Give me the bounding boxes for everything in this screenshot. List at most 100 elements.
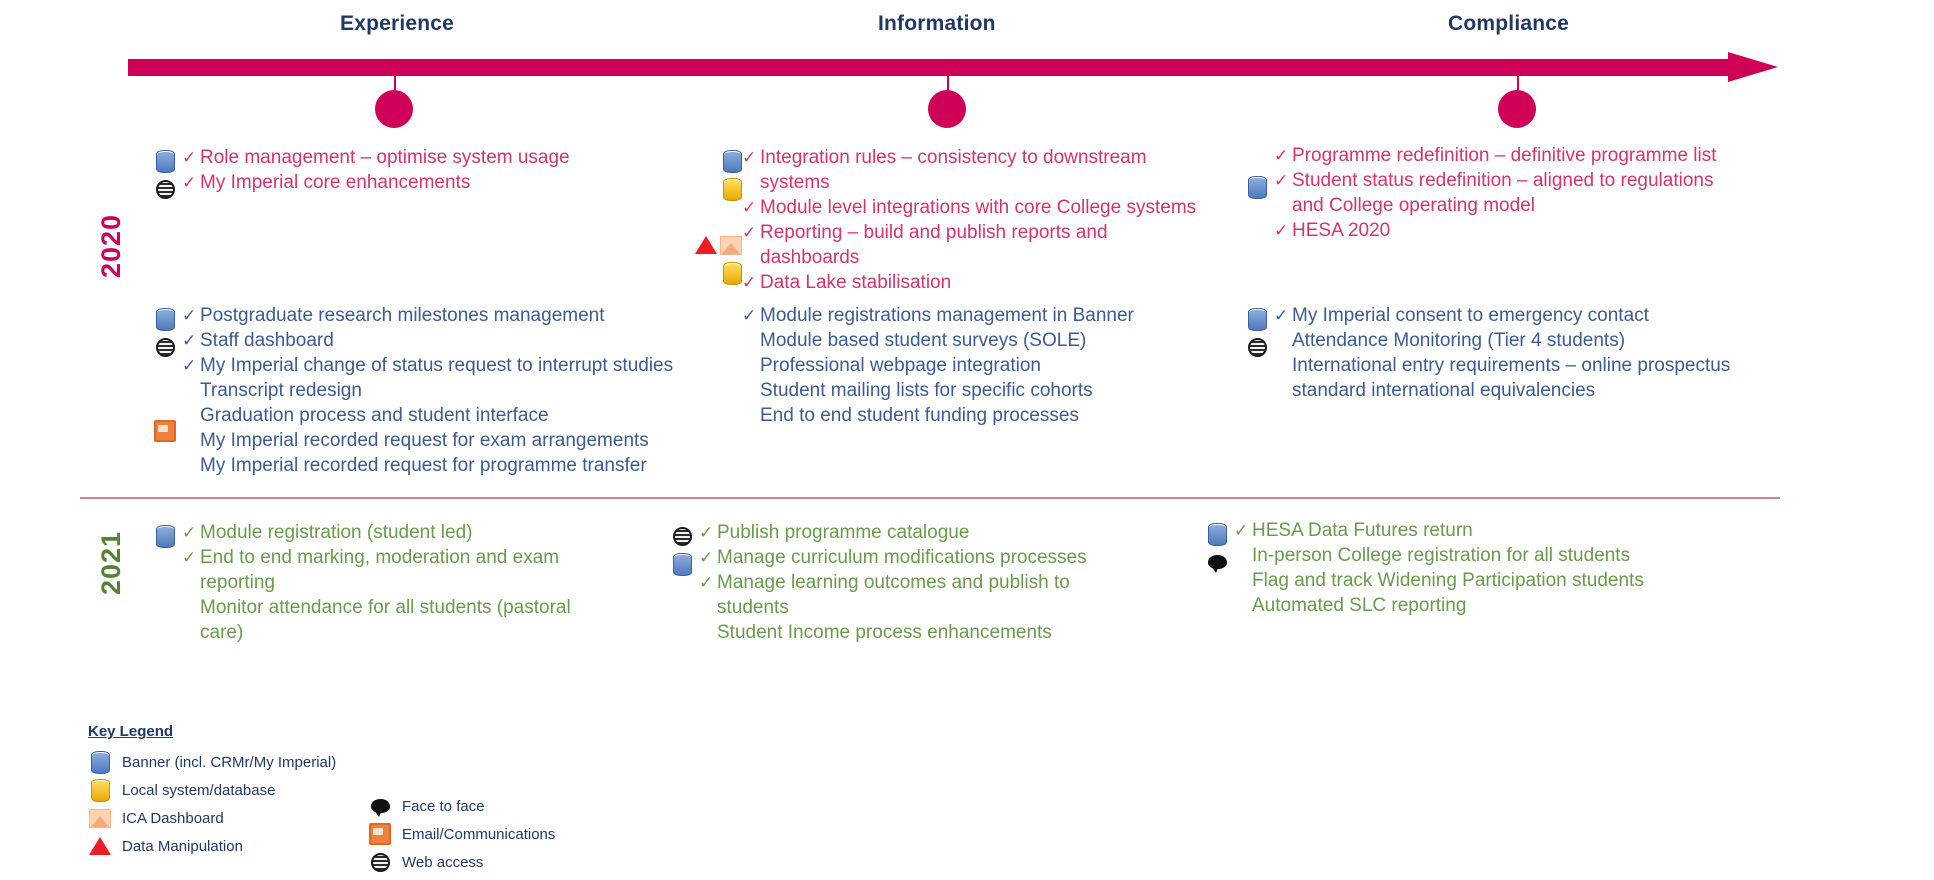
check-icon: ✓ — [699, 523, 714, 542]
list-item: ✓Postgraduate research milestones manage… — [182, 303, 673, 328]
web-access-icon — [368, 852, 392, 872]
check-icon: ✓ — [182, 306, 197, 325]
list-item: ✓Publish programme catalogue — [699, 520, 1087, 545]
group-information-2020-blue: ✓Module registrations management in Bann… — [718, 303, 1208, 428]
list-item: ✓systems — [742, 170, 1204, 195]
icon-column — [665, 520, 699, 578]
item-text: Postgraduate research milestones managem… — [200, 305, 605, 326]
item-text: End to end student funding processes — [760, 405, 1080, 426]
check-icon: ✓ — [182, 356, 197, 375]
list-item: ✓Integration rules – consistency to down… — [742, 145, 1204, 170]
icon-slot — [684, 231, 742, 259]
item-text: Role management – optimise system usage — [200, 147, 570, 168]
icon-slot — [684, 175, 742, 203]
ica-dashboard-icon — [88, 808, 112, 828]
key-legend-column-right: Face to face Email/Communications Web ac… — [368, 748, 555, 876]
icon-slot — [148, 522, 182, 550]
group-compliance-2020-pink: ✓Programme redefinition – definitive pro… — [1240, 143, 1760, 243]
list-item: ✓End to end student funding processes — [742, 403, 1134, 428]
list-item: ✓My Imperial core enhancements — [182, 170, 570, 195]
year-label-2021: 2021 — [96, 530, 126, 595]
item-text: My Imperial core enhancements — [200, 172, 471, 193]
item-text: Integration rules – consistency to downs… — [760, 147, 1147, 168]
face-to-face-icon — [368, 799, 392, 817]
banner-db-icon — [155, 149, 175, 173]
legend-item: Data Manipulation — [88, 832, 338, 860]
group-information-2021-green: ✓Publish programme catalogue ✓Manage cur… — [665, 520, 1135, 645]
icon-slot — [148, 305, 182, 333]
check-icon: ✓ — [182, 523, 197, 542]
group-experience-2020-blue: ✓Postgraduate research milestones manage… — [148, 303, 708, 478]
item-text: International entry requirements – onlin… — [1292, 355, 1731, 376]
item-text: Graduation process and student interface — [200, 405, 549, 426]
web-access-icon — [155, 337, 175, 357]
item-text: care) — [200, 622, 244, 643]
list-item: ✓care) — [182, 620, 571, 645]
icon-slot — [684, 147, 742, 175]
check-icon: ✓ — [182, 173, 197, 192]
legend-label: Web access — [402, 853, 484, 871]
data-manipulation-icon — [88, 837, 112, 855]
list-item: ✓My Imperial recorded request for progra… — [182, 453, 673, 478]
check-icon: ✓ — [182, 331, 197, 350]
legend-label: ICA Dashboard — [122, 809, 224, 827]
item-text: In-person College registration for all s… — [1252, 545, 1631, 566]
list-item: ✓Student status redefinition – aligned t… — [1274, 168, 1717, 193]
list-item: ✓Student mailing lists for specific coho… — [742, 378, 1134, 403]
face-to-face-icon — [1207, 555, 1227, 573]
icon-slot — [665, 550, 699, 578]
list-item: ✓Flag and track Widening Participation s… — [1234, 568, 1644, 593]
item-text: My Imperial change of status request to … — [200, 355, 674, 376]
icon-spacer — [684, 203, 742, 231]
icon-slot — [1240, 305, 1274, 333]
icon-slot — [148, 417, 182, 445]
check-icon: ✓ — [699, 548, 714, 567]
item-text: students — [717, 597, 789, 618]
item-text: Module level integrations with core Coll… — [760, 197, 1197, 218]
list-item: ✓My Imperial change of status request to… — [182, 353, 673, 378]
list-item: ✓HESA 2020 — [1274, 218, 1717, 243]
local-db-icon — [723, 261, 742, 285]
list-item: ✓Manage curriculum modifications process… — [699, 545, 1087, 570]
item-text: Publish programme catalogue — [717, 522, 970, 543]
column-heading-experience: Experience — [340, 12, 455, 35]
key-legend-column-left: Banner (incl. CRMr/My Imperial) Local sy… — [88, 748, 338, 876]
icon-column — [1200, 518, 1234, 576]
list-item: ✓In-person College registration for all … — [1234, 543, 1644, 568]
check-icon: ✓ — [742, 148, 757, 167]
check-icon: ✓ — [1274, 306, 1289, 325]
check-icon: ✓ — [1274, 146, 1289, 165]
check-icon: ✓ — [182, 148, 197, 167]
list-item: ✓Professional webpage integration — [742, 353, 1134, 378]
banner-db-icon — [1207, 522, 1227, 546]
list-item: ✓Role management – optimise system usage — [182, 145, 570, 170]
list-item: ✓Module level integrations with core Col… — [742, 195, 1204, 220]
web-access-icon — [672, 526, 692, 546]
list-item: ✓Attendance Monitoring (Tier 4 students) — [1274, 328, 1730, 353]
list-item: ✓reporting — [182, 570, 571, 595]
milestone-dot-icon — [928, 90, 966, 128]
legend-item: Face to face — [368, 792, 555, 820]
icon-slot — [1240, 173, 1274, 201]
banner-db-icon — [155, 524, 175, 548]
item-text: My Imperial consent to emergency contact — [1292, 305, 1649, 326]
legend-label: Banner (incl. CRMr/My Imperial) — [122, 753, 337, 771]
check-icon: ✓ — [742, 306, 757, 325]
item-text: systems — [760, 172, 830, 193]
list-item: ✓Data Lake stabilisation — [742, 270, 1204, 295]
year-divider — [80, 497, 1780, 499]
list-item: ✓Graduation process and student interfac… — [182, 403, 673, 428]
item-list: ✓Module registration (student led) ✓End … — [182, 520, 571, 645]
icon-column — [1240, 303, 1274, 361]
data-manipulation-icon — [695, 236, 717, 254]
check-icon: ✓ — [182, 548, 197, 567]
list-item: ✓Automated SLC reporting — [1234, 593, 1644, 618]
legend-item: ICA Dashboard — [88, 804, 338, 832]
item-text: Professional webpage integration — [760, 355, 1041, 376]
item-text: Monitor attendance for all students (pas… — [200, 597, 571, 618]
item-text: Transcript redesign — [200, 380, 362, 401]
item-text: reporting — [200, 572, 275, 593]
list-item: ✓End to end marking, moderation and exam — [182, 545, 571, 570]
timeline-arrowhead-icon — [1728, 52, 1778, 82]
key-legend-title: Key Legend — [88, 723, 174, 740]
